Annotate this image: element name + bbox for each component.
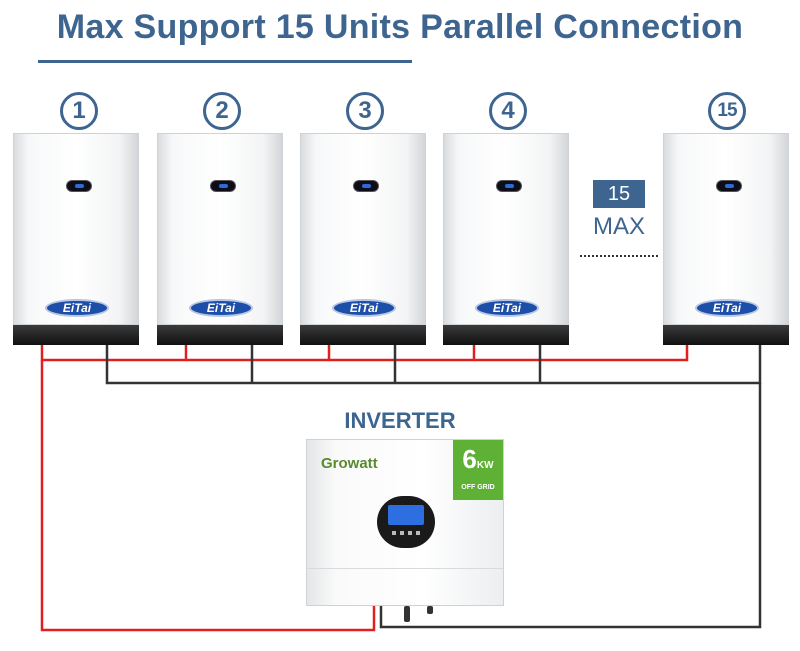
battery-base [443,325,569,345]
unit-number-2: 2 [203,92,241,130]
battery-brand-logo: EiTai [189,299,253,317]
inverter-panel-seam [307,568,503,569]
power-rating-badge: 6KW OFF GRID [453,440,503,500]
lcd-screen-icon [388,505,424,525]
inverter-control-panel [377,496,435,548]
battery-body: EiTai [443,133,569,325]
inverter-label: INVERTER [344,408,456,433]
title-underline [38,60,412,63]
positive-wire [40,345,689,632]
ellipsis-dotted-line [580,255,658,257]
battery-unit-4: EiTai [443,133,569,345]
battery-display-icon [66,180,92,192]
battery-body: EiTai [13,133,139,325]
inverter-brand-logo: Growatt [321,455,378,472]
battery-unit-1: EiTai [13,133,139,345]
battery-brand-logo: EiTai [695,299,759,317]
mode-label: OFF GRID [461,484,495,491]
battery-base [157,325,283,345]
inverter-unit: Growatt 6KW OFF GRID [306,439,504,606]
battery-body: EiTai [663,133,789,325]
negative-wire [105,345,762,629]
page-title: Max Support 15 Units Parallel Connection [56,8,744,46]
battery-display-icon [353,180,379,192]
unit-number-1: 1 [60,92,98,130]
inverter-terminal-icon [404,606,410,622]
battery-brand-logo: EiTai [475,299,539,317]
max-label: MAX [592,213,645,240]
battery-base [300,325,426,345]
power-rating: 6KW [453,444,503,475]
unit-number-4: 4 [489,92,527,130]
max-count-badge: 15 [593,180,645,208]
battery-brand-logo: EiTai [45,299,109,317]
battery-display-icon [210,180,236,192]
battery-display-icon [716,180,742,192]
power-unit: KW [476,460,494,471]
battery-display-icon [496,180,522,192]
battery-base [13,325,139,345]
unit-number-15: 15 [708,92,746,130]
control-buttons-icon [392,531,420,535]
battery-body: EiTai [157,133,283,325]
battery-base [663,325,789,345]
battery-unit-2: EiTai [157,133,283,345]
battery-body: EiTai [300,133,426,325]
battery-brand-logo: EiTai [332,299,396,317]
inverter-terminal-icon [427,606,433,614]
power-value: 6 [462,444,477,474]
battery-unit-15: EiTai [663,133,789,345]
unit-number-3: 3 [346,92,384,130]
battery-unit-3: EiTai [300,133,426,345]
